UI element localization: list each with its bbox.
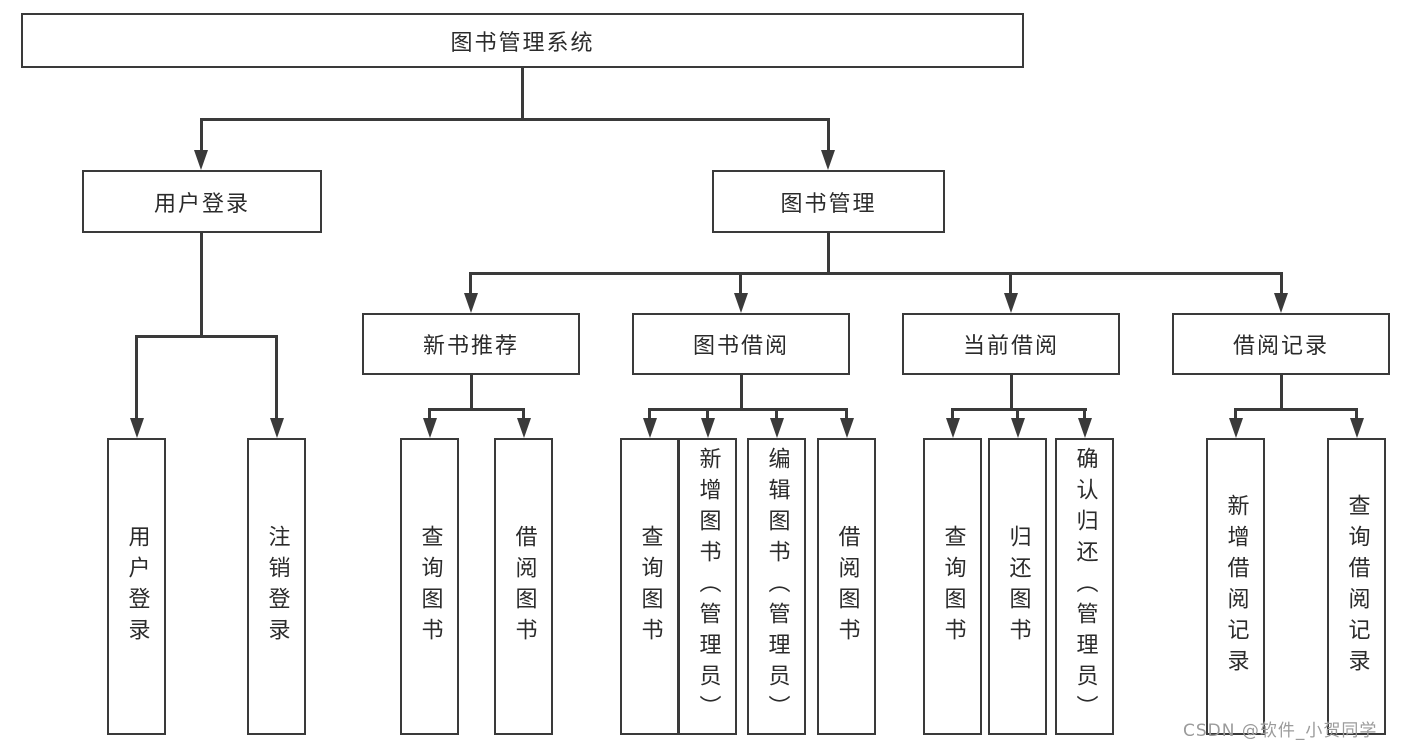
arrowhead-icon (1229, 418, 1243, 438)
node-library-system-label: 图书管理系统 (450, 30, 595, 56)
node-leaf-user-login: 用户登录 (107, 438, 166, 735)
node-current-borrowing-label: 当前借阅 (962, 334, 1059, 359)
connector-bookmgmt-drop-2 (739, 272, 742, 295)
node-leaf-query-borrow-record-label: 查询借阅记录 (1344, 493, 1370, 680)
connector-recommend-hline (428, 408, 525, 411)
node-current-borrowing: 当前借阅 (902, 313, 1120, 375)
node-leaf-return-books: 归还图书 (988, 438, 1047, 735)
node-leaf-query-borrow-record: 查询借阅记录 (1327, 438, 1386, 735)
arrowhead-icon (130, 418, 144, 438)
connector-recommend-drop-2 (522, 408, 525, 420)
arrowhead-icon (1011, 418, 1025, 438)
connector-userlogin-stub (200, 233, 203, 337)
connector-root-drop-right (827, 118, 830, 152)
connector-userlogin-drop-2 (275, 335, 278, 419)
arrowhead-icon (840, 418, 854, 438)
csdn-watermark: CSDN @软件_小贺同学 (1183, 721, 1378, 741)
arrowhead-icon (821, 150, 835, 170)
connector-borrow-hline (648, 408, 848, 411)
connector-userlogin-hline (135, 335, 278, 338)
node-leaf-recommend-borrow-books-label: 借阅图书 (511, 524, 537, 649)
connector-borrow-drop-4 (845, 408, 848, 420)
node-leaf-borrow-query-books-label: 查询图书 (637, 524, 663, 649)
connector-records-drop-2 (1355, 408, 1358, 420)
node-leaf-borrow-books: 借阅图书 (817, 438, 876, 735)
connector-current-drop-3 (1083, 408, 1086, 420)
node-leaf-add-borrow-record-label: 新增借阅记录 (1223, 493, 1249, 680)
connector-borrow-drop-3 (775, 408, 778, 420)
connector-borrow-drop-1 (648, 408, 651, 420)
node-book-borrowing: 图书借阅 (632, 313, 850, 375)
arrowhead-icon (946, 418, 960, 438)
node-leaf-borrow-query-books: 查询图书 (620, 438, 679, 735)
connector-bookmgmt-drop-1 (469, 272, 472, 295)
node-leaf-user-login-label: 用户登录 (124, 524, 150, 649)
node-book-management: 图书管理 (712, 170, 945, 233)
arrowhead-icon (1274, 293, 1288, 313)
connector-root-stub (521, 68, 524, 120)
connector-bookmgmt-drop-4 (1280, 272, 1283, 295)
connector-borrow-drop-2 (706, 408, 709, 420)
arrowhead-icon (734, 293, 748, 313)
node-user-login-label: 用户登录 (153, 191, 250, 217)
arrowhead-icon (517, 418, 531, 438)
connector-records-hline (1234, 408, 1358, 411)
node-new-book-recommendation: 新书推荐 (362, 313, 580, 375)
node-leaf-current-query-books: 查询图书 (923, 438, 982, 735)
connector-current-drop-1 (951, 408, 954, 420)
arrowhead-icon (1004, 293, 1018, 313)
connector-recommend-drop-1 (428, 408, 431, 420)
connector-current-hline (951, 408, 1087, 411)
node-leaf-add-books-admin-label: 新增图书（管理员） (695, 447, 721, 726)
node-leaf-logout-label: 注销登录 (264, 524, 290, 649)
connector-records-stub (1280, 375, 1283, 410)
connector-userlogin-drop-1 (135, 335, 138, 419)
connector-records-drop-1 (1234, 408, 1237, 420)
arrowhead-icon (1350, 418, 1364, 438)
node-leaf-return-books-label: 归还图书 (1005, 524, 1031, 649)
node-new-book-recommendation-label: 新书推荐 (422, 334, 519, 359)
node-book-management-label: 图书管理 (780, 191, 877, 217)
node-user-login: 用户登录 (82, 170, 322, 233)
node-leaf-edit-books-admin: 编辑图书（管理员） (747, 438, 806, 735)
arrowhead-icon (770, 418, 784, 438)
connector-bookmgmt-drop-3 (1009, 272, 1012, 295)
node-book-borrowing-label: 图书借阅 (692, 334, 789, 359)
connector-current-stub (1010, 375, 1013, 410)
connector-bookmgmt-stub (827, 233, 830, 274)
arrowhead-icon (423, 418, 437, 438)
node-library-system: 图书管理系统 (21, 13, 1024, 68)
node-leaf-current-query-books-label: 查询图书 (940, 524, 966, 649)
node-borrowing-records-label: 借阅记录 (1232, 334, 1329, 359)
node-borrowing-records: 借阅记录 (1172, 313, 1390, 375)
connector-current-drop-2 (1016, 408, 1019, 420)
connector-bookmgmt-hline (469, 272, 1283, 275)
node-leaf-edit-books-admin-label: 编辑图书（管理员） (764, 447, 790, 726)
connector-root-drop-left (200, 118, 203, 152)
connector-borrow-stub (740, 375, 743, 410)
arrowhead-icon (701, 418, 715, 438)
node-leaf-confirm-return-admin: 确认归还（管理员） (1055, 438, 1114, 735)
connector-root-hline (200, 118, 830, 121)
node-leaf-recommend-query-books: 查询图书 (400, 438, 459, 735)
arrowhead-icon (1078, 418, 1092, 438)
node-leaf-add-borrow-record: 新增借阅记录 (1206, 438, 1265, 735)
arrowhead-icon (643, 418, 657, 438)
node-leaf-logout: 注销登录 (247, 438, 306, 735)
connector-recommend-stub (470, 375, 473, 410)
node-leaf-borrow-books-label: 借阅图书 (834, 524, 860, 649)
arrowhead-icon (464, 293, 478, 313)
node-leaf-confirm-return-admin-label: 确认归还（管理员） (1072, 447, 1098, 726)
node-leaf-recommend-borrow-books: 借阅图书 (494, 438, 553, 735)
node-leaf-add-books-admin: 新增图书（管理员） (678, 438, 737, 735)
arrowhead-icon (194, 150, 208, 170)
arrowhead-icon (270, 418, 284, 438)
node-leaf-recommend-query-books-label: 查询图书 (417, 524, 443, 649)
